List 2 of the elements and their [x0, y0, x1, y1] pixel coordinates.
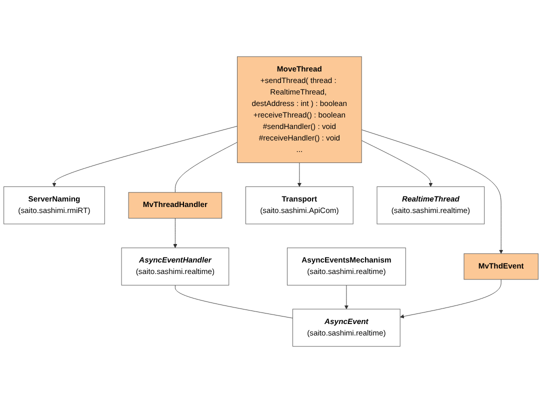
connector: [174, 284, 293, 318]
connector: [174, 142, 238, 193]
